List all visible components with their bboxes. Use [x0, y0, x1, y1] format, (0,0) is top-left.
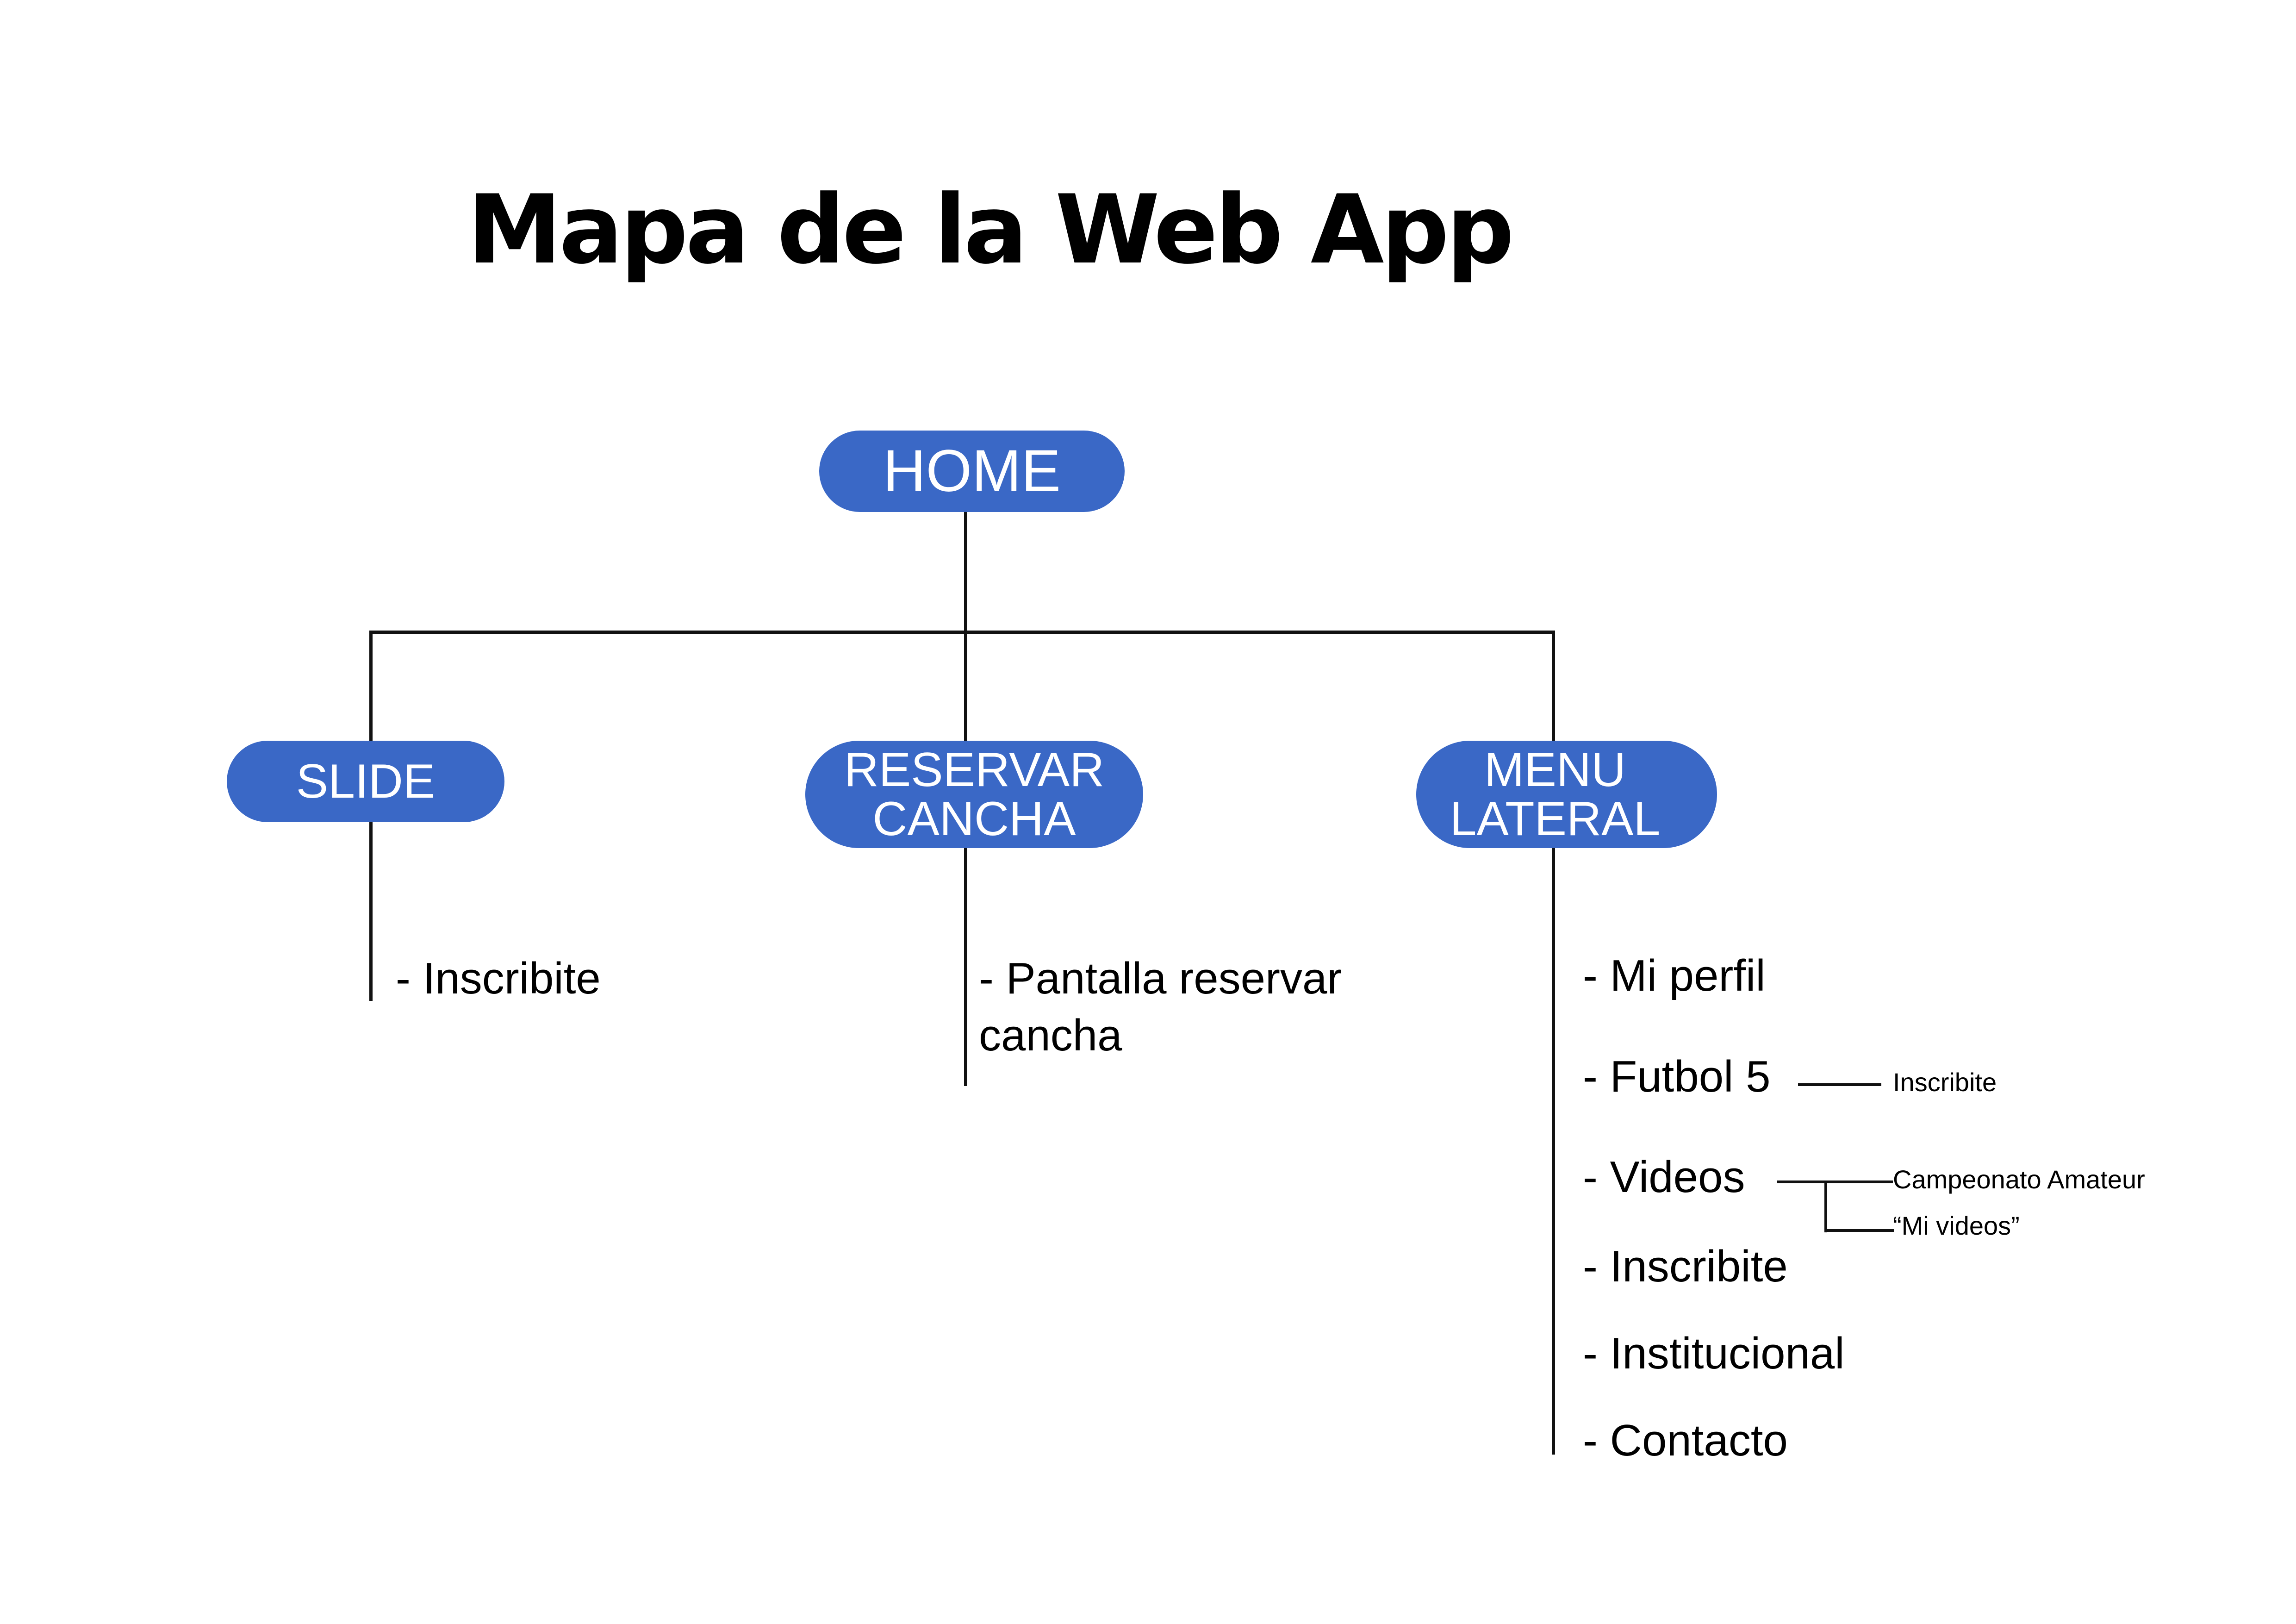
leaf-reservar-pantalla: - Pantalla reservar cancha: [979, 954, 1342, 1060]
node-menu-lateral[interactable]: MENU LATERAL: [1416, 741, 1717, 848]
menu-item-inscribite[interactable]: - Inscribite: [1583, 1242, 1788, 1291]
leaf-slide-inscribite: - Inscribite: [396, 954, 601, 1003]
node-home-label: HOME: [883, 437, 1061, 504]
connector-bus-to-menu-lateral: [1552, 631, 1555, 1455]
connector-home-to-bus: [964, 512, 967, 633]
node-reservar-cancha[interactable]: RESERVAR CANCHA: [805, 741, 1143, 848]
connector-videos-to-campeonato: [1777, 1181, 1893, 1183]
menu-item-institucional[interactable]: - Institucional: [1583, 1329, 1845, 1378]
connector-futbol5-to-inscribite: [1798, 1083, 1881, 1086]
node-menu-lateral-label: MENU LATERAL: [1450, 743, 1661, 846]
page-title: Mapa de la Web App: [467, 175, 1514, 285]
subitem-futbol5-inscribite[interactable]: Inscribite: [1893, 1068, 1997, 1097]
menu-item-videos[interactable]: - Videos: [1583, 1152, 1745, 1202]
connector-videos-bracket: [1824, 1181, 1827, 1232]
connector-videos-to-mivideos: [1824, 1229, 1894, 1232]
menu-item-mi-perfil[interactable]: - Mi perfil: [1583, 951, 1766, 1000]
connector-horizontal-bus: [369, 631, 1555, 634]
subitem-videos-campeonato-amateur[interactable]: Campeonato Amateur: [1893, 1165, 2145, 1194]
node-slide[interactable]: SLIDE: [227, 741, 504, 822]
node-slide-label: SLIDE: [296, 754, 436, 808]
menu-item-contacto[interactable]: - Contacto: [1583, 1416, 1788, 1465]
subitem-videos-mi-videos[interactable]: “Mi videos”: [1893, 1211, 2020, 1240]
menu-item-futbol-5[interactable]: - Futbol 5: [1583, 1052, 1771, 1101]
connector-bus-to-reservar: [964, 631, 967, 1086]
node-reservar-cancha-label: RESERVAR CANCHA: [844, 743, 1105, 846]
node-home[interactable]: HOME: [819, 431, 1125, 512]
